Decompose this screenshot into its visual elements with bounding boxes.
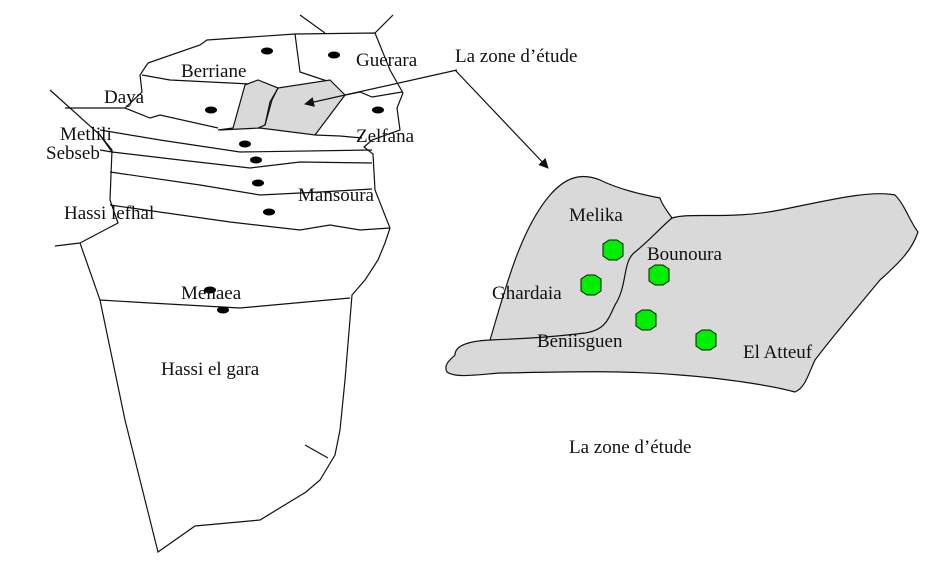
- marker-el-atteuf: [695, 329, 717, 351]
- label-zelfana: Zelfana: [356, 126, 415, 147]
- caption-zone-etude: La zone d’étude: [569, 437, 691, 458]
- label-bounoura: Bounoura: [647, 244, 723, 265]
- marker-melika: [602, 239, 624, 261]
- marker-beniisguen: [635, 309, 657, 331]
- town-markers: [580, 239, 717, 351]
- region-outline: [79, 32, 404, 553]
- label-metlili: Metlili: [60, 124, 112, 145]
- label-menaea: Menaea: [181, 283, 242, 304]
- label-mansoura: Mansoura: [298, 185, 375, 206]
- arrow-to-zoom: [454, 69, 549, 169]
- label-beniisguen: Beniisguen: [537, 331, 623, 352]
- town-dots: [204, 47, 384, 314]
- label-hassi-el-gara: Hassi el gara: [161, 359, 260, 380]
- title-zone-etude: La zone d’étude: [455, 46, 577, 67]
- label-el-atteuf: El Atteuf: [743, 342, 813, 363]
- arrow-to-region: [304, 69, 458, 107]
- label-guerara: Guerara: [356, 50, 418, 71]
- region-map: Berriane Guerara Daya Zelfana Metlili Se…: [46, 14, 418, 553]
- marker-ghardaia: [580, 274, 602, 296]
- marker-bounoura: [648, 264, 670, 286]
- study-zone-map: Melika Bounoura Ghardaia Beniisguen El A…: [445, 175, 919, 393]
- label-daya: Daya: [104, 87, 145, 108]
- study-zone-outline: [445, 175, 919, 393]
- label-sebseb: Sebseb: [46, 143, 100, 164]
- label-hassi-lefhal: Hassi lefhal: [64, 203, 154, 224]
- label-melika: Melika: [569, 205, 623, 226]
- label-berriane: Berriane: [181, 61, 246, 82]
- study-zone-highlight: [217, 79, 346, 136]
- label-ghardaia: Ghardaia: [492, 283, 562, 304]
